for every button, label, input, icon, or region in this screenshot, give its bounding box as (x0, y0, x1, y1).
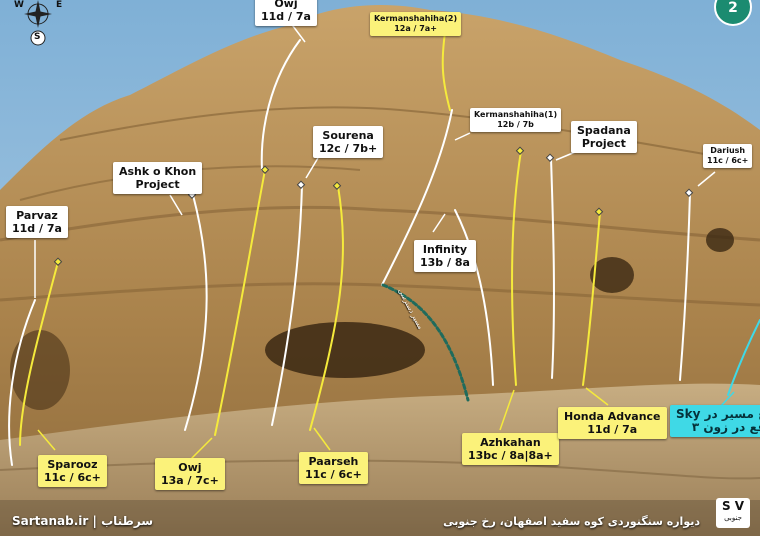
route-label-kermanshahiha2[interactable]: Kermanshahiha(2)12a / 7a+ (370, 12, 462, 36)
route-label-kermanshahiha1[interactable]: Kermanshahiha(1)12b / 7b (470, 108, 562, 132)
photo-caption: دیواره سنگنوردی کوه سفید اصفهان، رخ جنوب… (443, 515, 700, 528)
compass-south: S (34, 32, 41, 42)
route-label-sky[interactable]: شروع مسیر در Sky واقع در زون ۳ (670, 405, 760, 437)
site-credit[interactable]: Sartanab.ir | سرطناب (12, 514, 154, 528)
compass-west: W (14, 0, 24, 10)
compass-icon: W E S (8, 0, 68, 48)
compass-east: E (56, 0, 63, 10)
